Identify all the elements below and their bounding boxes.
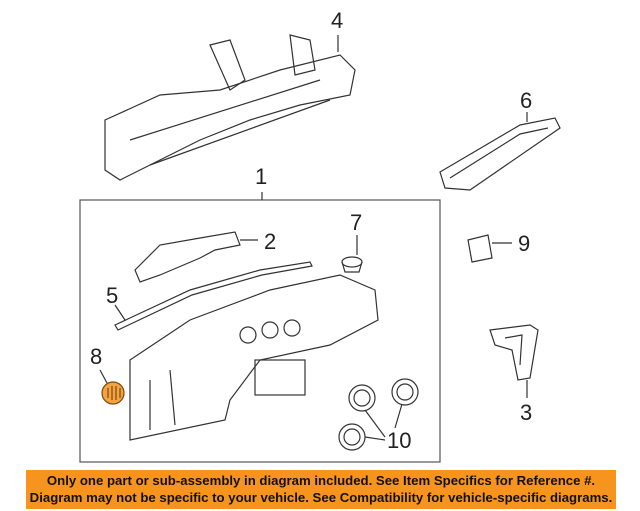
part-1-dash-panel xyxy=(129,274,379,441)
callout-2: 2 xyxy=(264,229,277,254)
part-10-vents xyxy=(338,378,419,451)
callout-5: 5 xyxy=(106,283,119,308)
callout-9: 9 xyxy=(518,231,531,256)
callout-1: 1 xyxy=(255,164,268,189)
disclaimer-line-2: Diagram may not be specific to your vehi… xyxy=(29,490,613,505)
part-8-highlighted-vent xyxy=(99,369,125,405)
callout-10: 10 xyxy=(387,428,412,453)
part-4-crossmember xyxy=(104,34,356,181)
disclaimer-line-1: Only one part or sub-assembly in diagram… xyxy=(46,473,596,488)
assembly-frame xyxy=(79,199,441,463)
part-3-bracket xyxy=(489,324,539,398)
part-2-cover xyxy=(134,231,258,283)
callout-8: 8 xyxy=(90,344,103,369)
callout-6: 6 xyxy=(520,88,533,113)
callout-3: 3 xyxy=(520,400,533,425)
part-6-trim-panel xyxy=(439,112,561,191)
part-9-clip xyxy=(467,234,512,263)
callout-4: 4 xyxy=(331,8,344,33)
part-5-strip xyxy=(114,261,313,331)
part-7-plug xyxy=(341,235,363,273)
callout-7: 7 xyxy=(350,210,363,235)
disclaimer-banner: Only one part or sub-assembly in diagram… xyxy=(26,470,616,509)
